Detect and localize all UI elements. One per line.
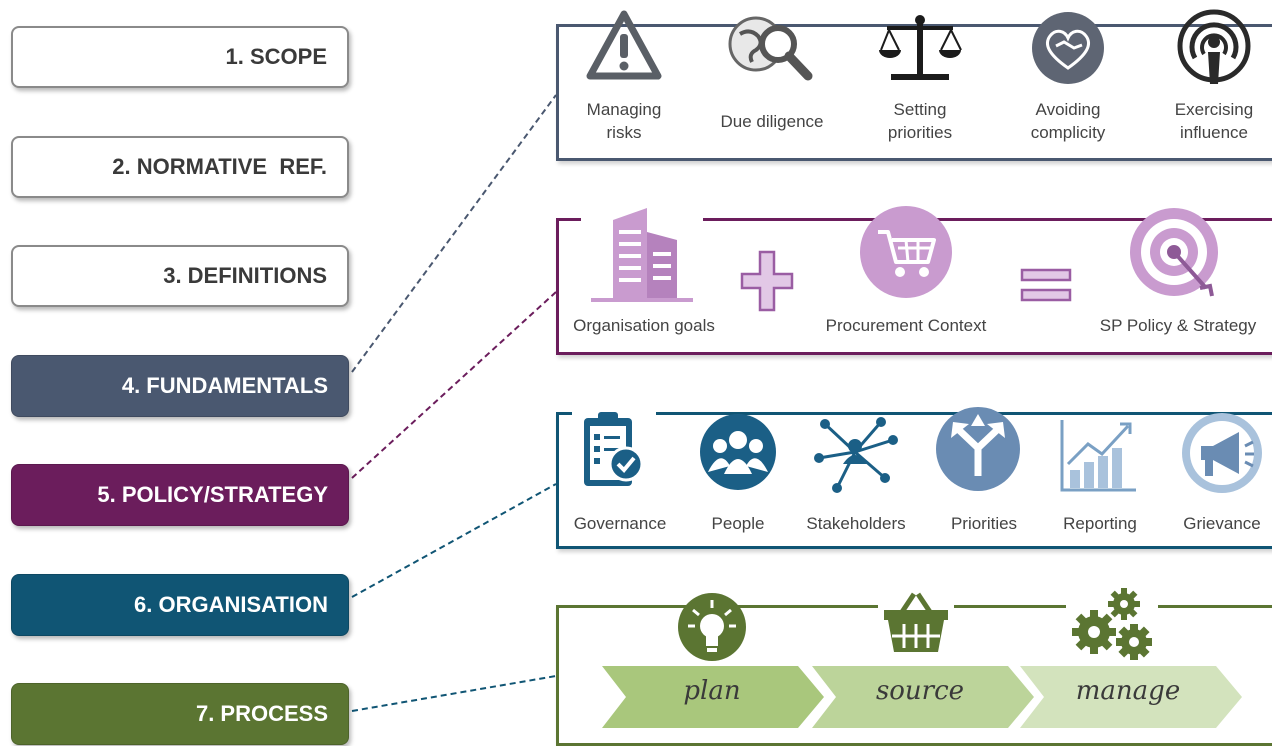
shopping-cart-icon: [860, 206, 952, 298]
clause-scope-label: 1. SCOPE: [225, 44, 327, 69]
clause-organisation-label: 6. ORGANISATION: [134, 592, 328, 617]
connector-fundamentals: [351, 94, 557, 373]
process-step-plan: plan: [683, 676, 741, 706]
process-chevron-source: [812, 666, 1034, 728]
clause-definitions: 3. DEFINITIONS: [11, 245, 349, 307]
organisation-item-governance: Governance: [573, 514, 667, 533]
clause-normative-ref: 2. NORMATIVE REF.: [11, 136, 349, 198]
clause-process: 7. PROCESS: [11, 683, 349, 745]
process-step-source: source: [875, 676, 965, 706]
clause-normative-ref-label: 2. NORMATIVE REF.: [112, 154, 327, 179]
process-chevron-plan: [602, 666, 824, 728]
connector-organisation: [351, 483, 557, 598]
fundamentals-item-due-diligence: Due diligence: [720, 112, 824, 131]
warning-icon: [586, 10, 662, 80]
organisation-item-people: People: [711, 514, 765, 533]
policy-item-sp-policy-strategy: SP Policy & Strategy: [1099, 316, 1257, 335]
arrows-split-icon: [936, 407, 1020, 491]
broadcast-person-icon: [1177, 9, 1251, 84]
handshake-heart-icon: [1032, 12, 1104, 84]
basket-icon: [878, 584, 954, 660]
connector-policy: [351, 291, 557, 479]
connector-process: [351, 675, 557, 712]
network-icon: [814, 417, 898, 493]
clipboard-check-icon: [572, 404, 656, 496]
equals-icon: [1020, 268, 1072, 302]
people-icon: [700, 414, 776, 490]
lightbulb-icon: [678, 593, 746, 661]
plus-icon: [740, 250, 794, 312]
clause-definitions-label: 3. DEFINITIONS: [163, 263, 327, 288]
clause-policy-strategy-label: 5. POLICY/STRATEGY: [97, 482, 328, 507]
megaphone-icon: [1182, 413, 1262, 493]
organisation-item-priorities: Priorities: [950, 514, 1018, 533]
bar-chart-icon: [1060, 420, 1136, 492]
organisation-item-grievance: Grievance: [1183, 514, 1261, 533]
organisation-panel: [556, 412, 1272, 549]
organisation-item-stakeholders: Stakeholders: [806, 514, 906, 533]
clause-policy-strategy: 5. POLICY/STRATEGY: [11, 464, 349, 526]
clause-fundamentals-label: 4. FUNDAMENTALS: [121, 373, 328, 398]
fundamentals-panel: [556, 24, 1272, 161]
clause-scope: 1. SCOPE: [11, 26, 349, 88]
building-icon: [581, 202, 703, 306]
organisation-item-reporting: Reporting: [1063, 514, 1137, 533]
clause-process-label: 7. PROCESS: [195, 701, 328, 726]
clause-organisation: 6. ORGANISATION: [11, 574, 349, 636]
process-chevron-manage: [1020, 666, 1242, 728]
scales-icon: [879, 15, 962, 80]
target-icon: [1130, 208, 1218, 297]
policy-item-organisation-goals: Organisation goals: [573, 316, 715, 335]
clause-fundamentals: 4. FUNDAMENTALS: [11, 355, 349, 417]
globe-search-icon: [728, 16, 813, 81]
policy-item-procurement-context: Procurement Context: [825, 316, 987, 335]
process-step-manage: manage: [1075, 676, 1181, 706]
gears-icon: [1066, 584, 1158, 666]
